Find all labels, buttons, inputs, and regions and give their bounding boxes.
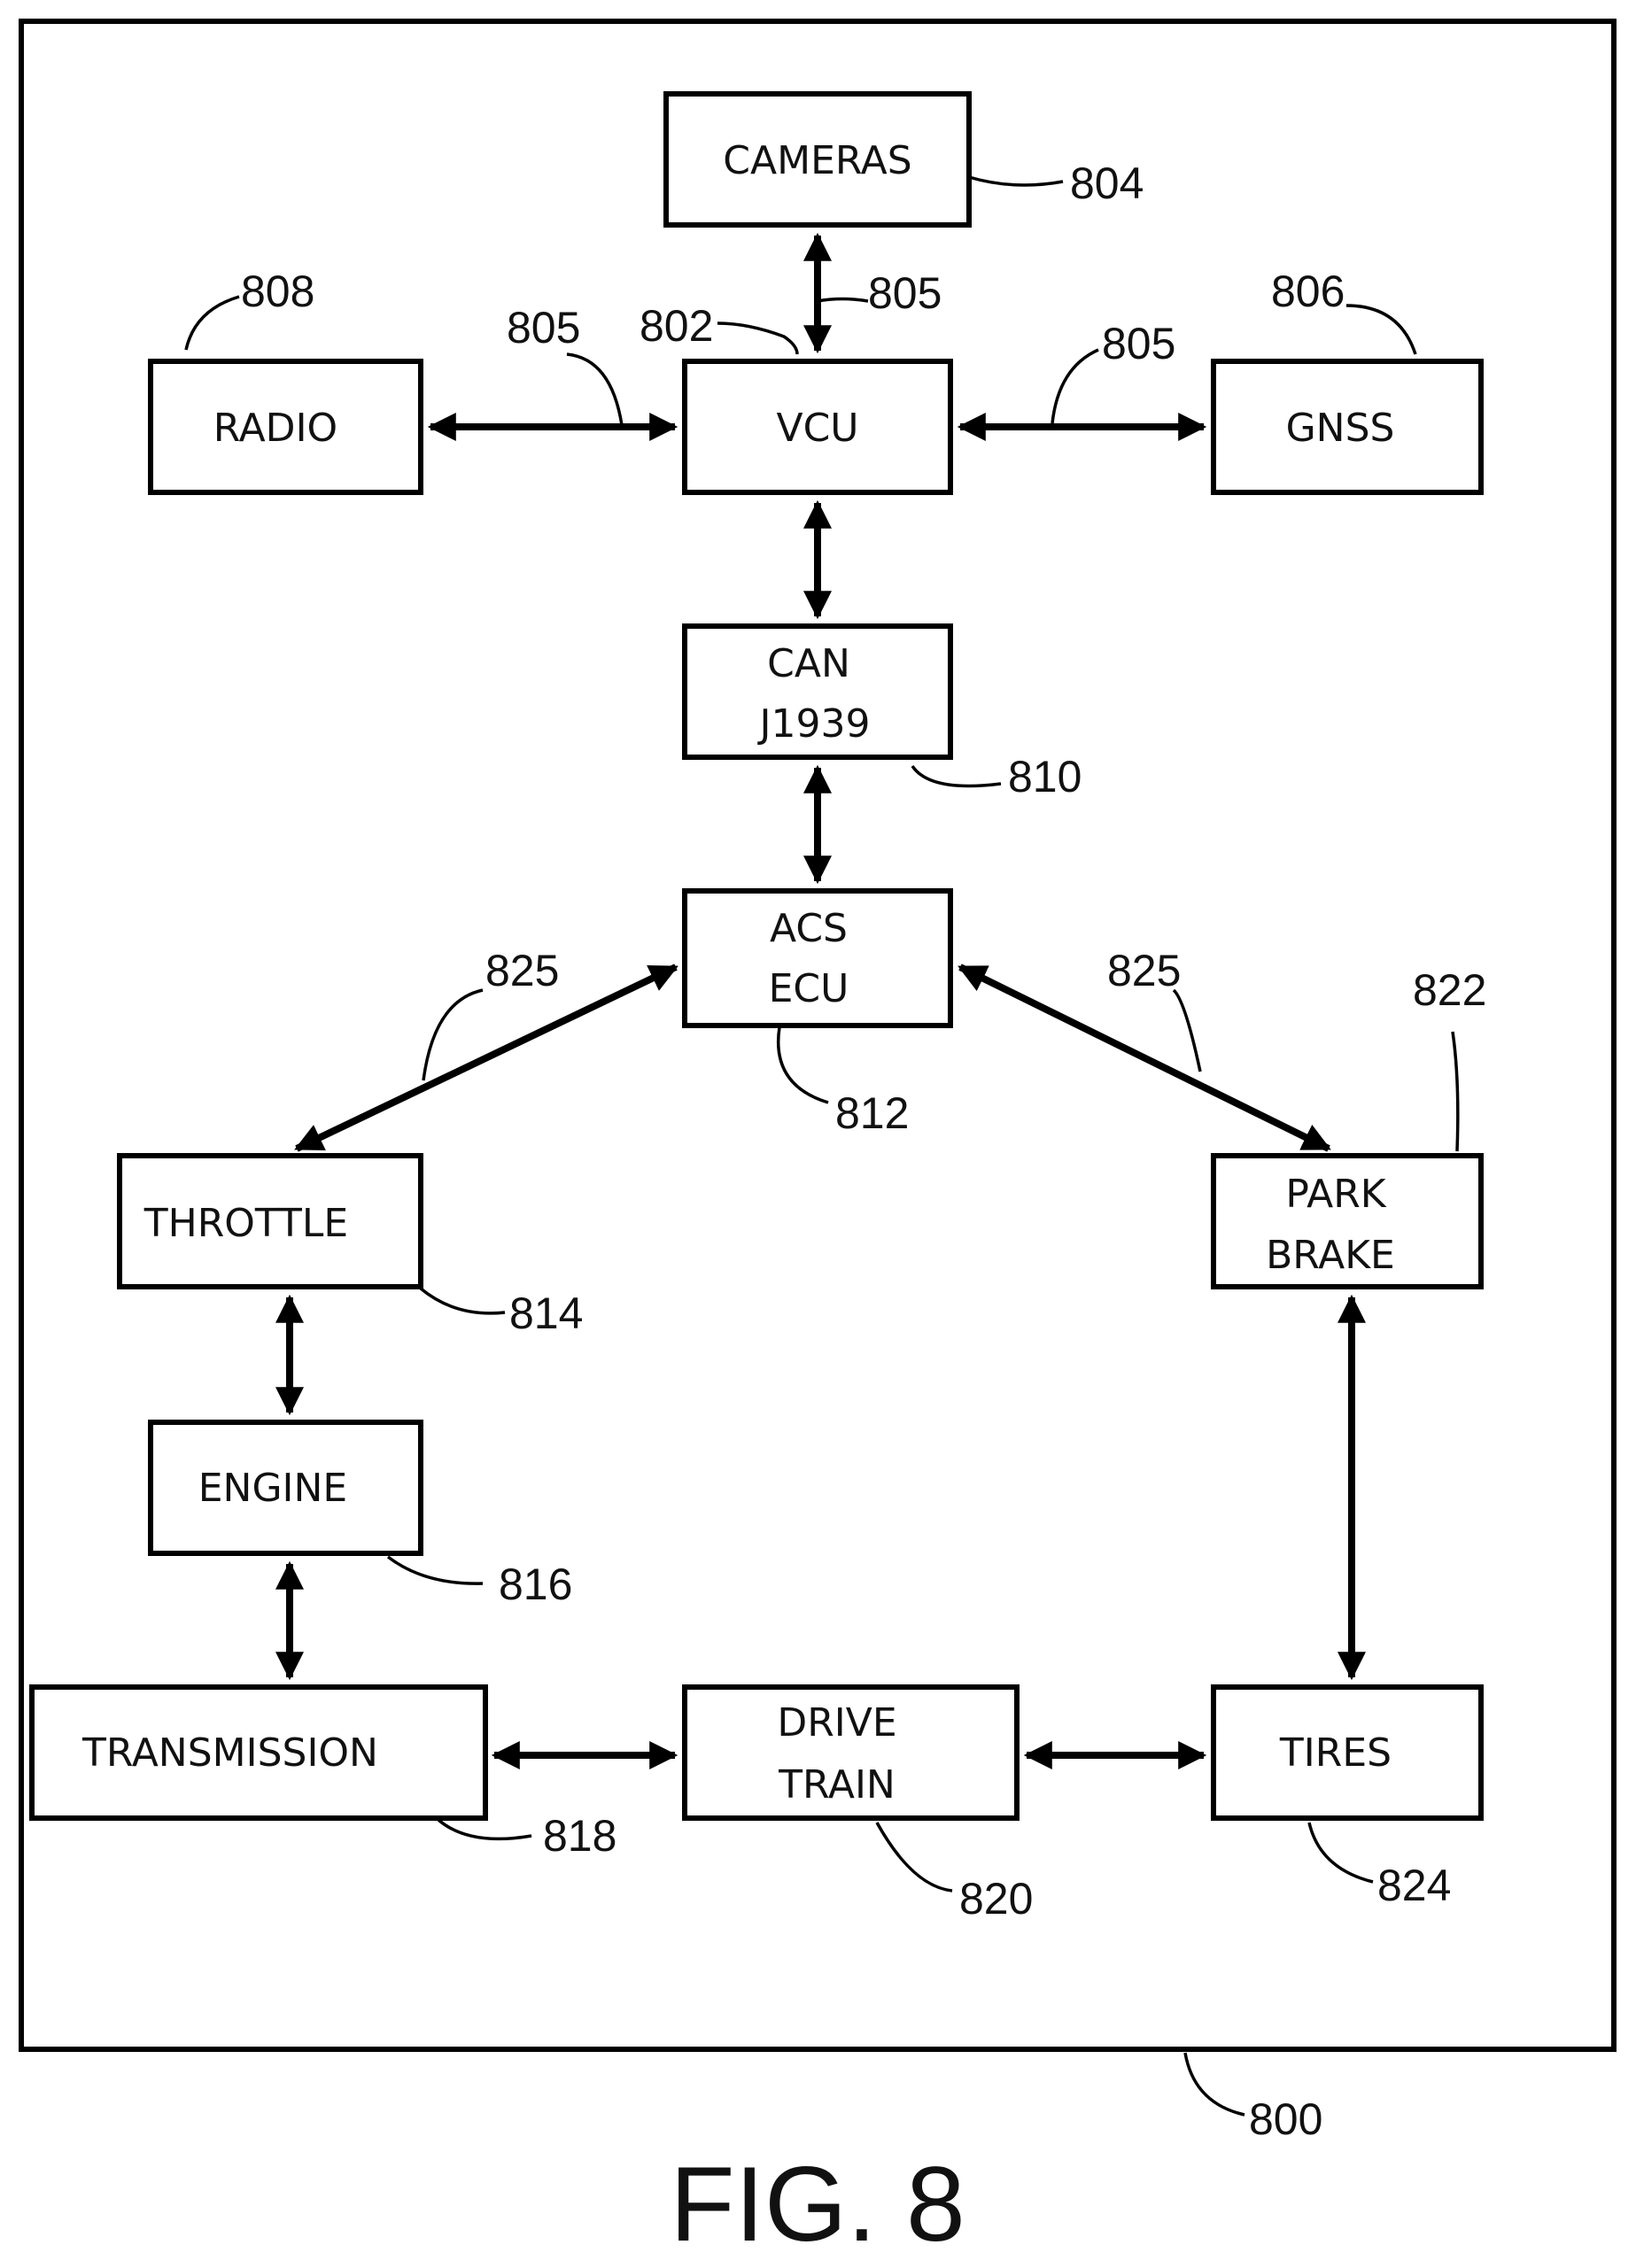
park-brake-label-line1: PARK bbox=[1285, 1172, 1386, 1217]
drive-train-block: DRIVE TRAIN bbox=[685, 1687, 1017, 1818]
engine-ref-leader bbox=[388, 1557, 483, 1583]
cameras-link-ref-leader bbox=[818, 299, 868, 302]
acs-ecu-label-line2: ECU bbox=[769, 966, 849, 1011]
figure-caption: FIG. 8 bbox=[670, 2145, 965, 2264]
drive-train-ref: 820 bbox=[959, 1874, 1033, 1924]
can-label-line2: J1939 bbox=[757, 701, 871, 747]
tires-block: TIRES bbox=[1213, 1687, 1481, 1818]
cameras-label: CAMERAS bbox=[723, 138, 911, 183]
transmission-label: TRANSMISSION bbox=[81, 1730, 378, 1776]
gnss-link-ref-leader bbox=[1052, 350, 1098, 423]
acs-ecu-label-line1: ACS bbox=[770, 906, 848, 951]
gnss-link-ref: 805 bbox=[1102, 319, 1175, 368]
park-brake-label-line2: BRAKE bbox=[1266, 1233, 1395, 1278]
engine-block: ENGINE bbox=[151, 1422, 421, 1553]
radio-link-ref-leader bbox=[567, 354, 622, 425]
park-brake-ref: 822 bbox=[1413, 965, 1486, 1015]
radio-label: RADIO bbox=[213, 406, 337, 451]
throttle-label: THROTTLE bbox=[143, 1201, 348, 1246]
tires-ref-leader bbox=[1309, 1823, 1373, 1882]
transmission-ref: 818 bbox=[543, 1811, 616, 1861]
vcu-ref-leader bbox=[717, 323, 797, 354]
cameras-block: CAMERAS bbox=[666, 94, 969, 225]
system-ref: 800 bbox=[1249, 2094, 1322, 2144]
radio-block: RADIO bbox=[151, 361, 421, 492]
throttle-ref-leader bbox=[421, 1289, 505, 1313]
drive-train-label-line2: TRAIN bbox=[778, 1762, 896, 1807]
transmission-ref-leader bbox=[438, 1820, 531, 1838]
throttle-block: THROTTLE bbox=[120, 1156, 421, 1287]
gnss-label: GNSS bbox=[1286, 406, 1395, 451]
can-ref-leader bbox=[912, 766, 1001, 786]
park-brake-link-ref-leader bbox=[1174, 990, 1200, 1072]
tires-ref: 824 bbox=[1377, 1861, 1451, 1910]
acs-ecu-ref: 812 bbox=[835, 1088, 909, 1138]
radio-ref-leader bbox=[186, 297, 239, 350]
cameras-link-ref: 805 bbox=[868, 268, 942, 318]
engine-label: ENGINE bbox=[198, 1466, 348, 1511]
tires-label: TIRES bbox=[1279, 1730, 1392, 1776]
cameras-ref: 804 bbox=[1070, 159, 1144, 208]
gnss-ref: 806 bbox=[1271, 267, 1345, 316]
can-label-line1: CAN bbox=[767, 641, 850, 686]
throttle-link-ref: 825 bbox=[485, 946, 559, 995]
acs-ecu-block: ACS ECU bbox=[685, 891, 950, 1026]
vcu-block: VCU bbox=[685, 361, 950, 492]
system-ref-leader bbox=[1185, 2053, 1244, 2115]
radio-ref: 808 bbox=[241, 267, 314, 316]
park-brake-link-ref: 825 bbox=[1107, 946, 1181, 995]
park-brake-ref-leader bbox=[1453, 1032, 1458, 1151]
radio-link-ref: 805 bbox=[507, 303, 580, 352]
throttle-ref: 814 bbox=[509, 1289, 583, 1338]
vcu-ref: 802 bbox=[640, 301, 713, 351]
drive-train-ref-leader bbox=[877, 1823, 952, 1891]
gnss-ref-leader bbox=[1346, 306, 1415, 354]
park-brake-block: PARK BRAKE bbox=[1213, 1156, 1481, 1287]
drive-train-label-line1: DRIVE bbox=[777, 1700, 896, 1746]
engine-ref: 816 bbox=[499, 1560, 572, 1609]
can-ref: 810 bbox=[1008, 752, 1082, 801]
cameras-ref-leader bbox=[969, 177, 1063, 185]
vcu-label: VCU bbox=[776, 406, 858, 451]
can-j1939-block: CAN J1939 bbox=[685, 626, 950, 757]
acs-ecu-ref-leader bbox=[779, 1027, 828, 1103]
transmission-block: TRANSMISSION bbox=[32, 1687, 485, 1818]
gnss-block: GNSS bbox=[1213, 361, 1481, 492]
